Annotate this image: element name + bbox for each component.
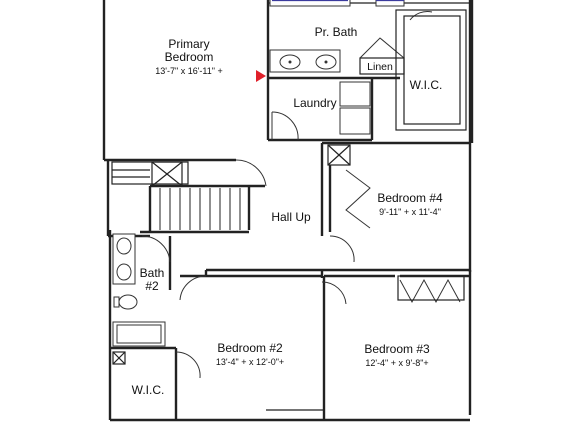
wic-door-swing [409,11,433,21]
bath2-fixtures [112,233,201,379]
primary-bedroom-label-2: Bedroom [165,50,214,64]
bedroom3-door-swing [321,281,347,305]
primary-bedroom-label-1: Primary [168,37,209,51]
bedroom4-label: Bedroom #4 [377,191,443,205]
hall-label: Hall Up [271,210,311,224]
room-labels: Primary Bedroom 13'-7" x 16'-11" + Pr. B… [132,25,443,397]
linen-doors [359,37,405,59]
bedroom4-closet-doors [345,169,371,229]
wic2-door-swing [175,351,201,379]
bedroom4-door-swing [329,235,355,263]
bedroom3-closet [397,275,465,301]
pr-bath-label: Pr. Bath [315,25,358,39]
laundry-fixtures [271,81,371,141]
bedroom2-dims: 13'-4" + x 12'-0"+ [216,357,284,367]
bedroom2-door-swing [179,275,207,301]
primary-bedroom-dims: 13'-7" x 16'-11" + [155,66,222,76]
bedroom3-dims: 12'-4" + x 9'-8"+ [365,358,428,368]
pr-bath-fixtures [269,0,433,75]
shower-bench [375,0,405,7]
bath2-label-2: #2 [145,279,159,293]
laundry-door-swing [271,111,299,141]
primary-wic [395,9,467,131]
bedroom4-closet [179,144,371,305]
bath2-label-1: Bath [140,266,165,280]
linen-label: Linen [367,61,393,73]
bath2-door-swing [141,235,171,263]
washer [339,81,371,107]
bedroom3-label: Bedroom #3 [364,342,430,356]
laundry-label: Laundry [293,96,336,110]
dryer [339,107,371,135]
bedroom4-dims: 9'-11" + x 11'-4" [379,207,441,217]
toilet [118,294,138,310]
red-triangle-marker-icon [256,70,266,82]
primary-wic-label: W.I.C. [410,78,443,92]
bedroom2-label: Bedroom #2 [217,341,283,355]
primary-door-swing [235,159,267,187]
bedroom3-closet-doors [399,278,461,304]
wic-bath2-label: W.I.C. [132,383,165,397]
tub [269,0,351,7]
staircase [111,159,267,230]
